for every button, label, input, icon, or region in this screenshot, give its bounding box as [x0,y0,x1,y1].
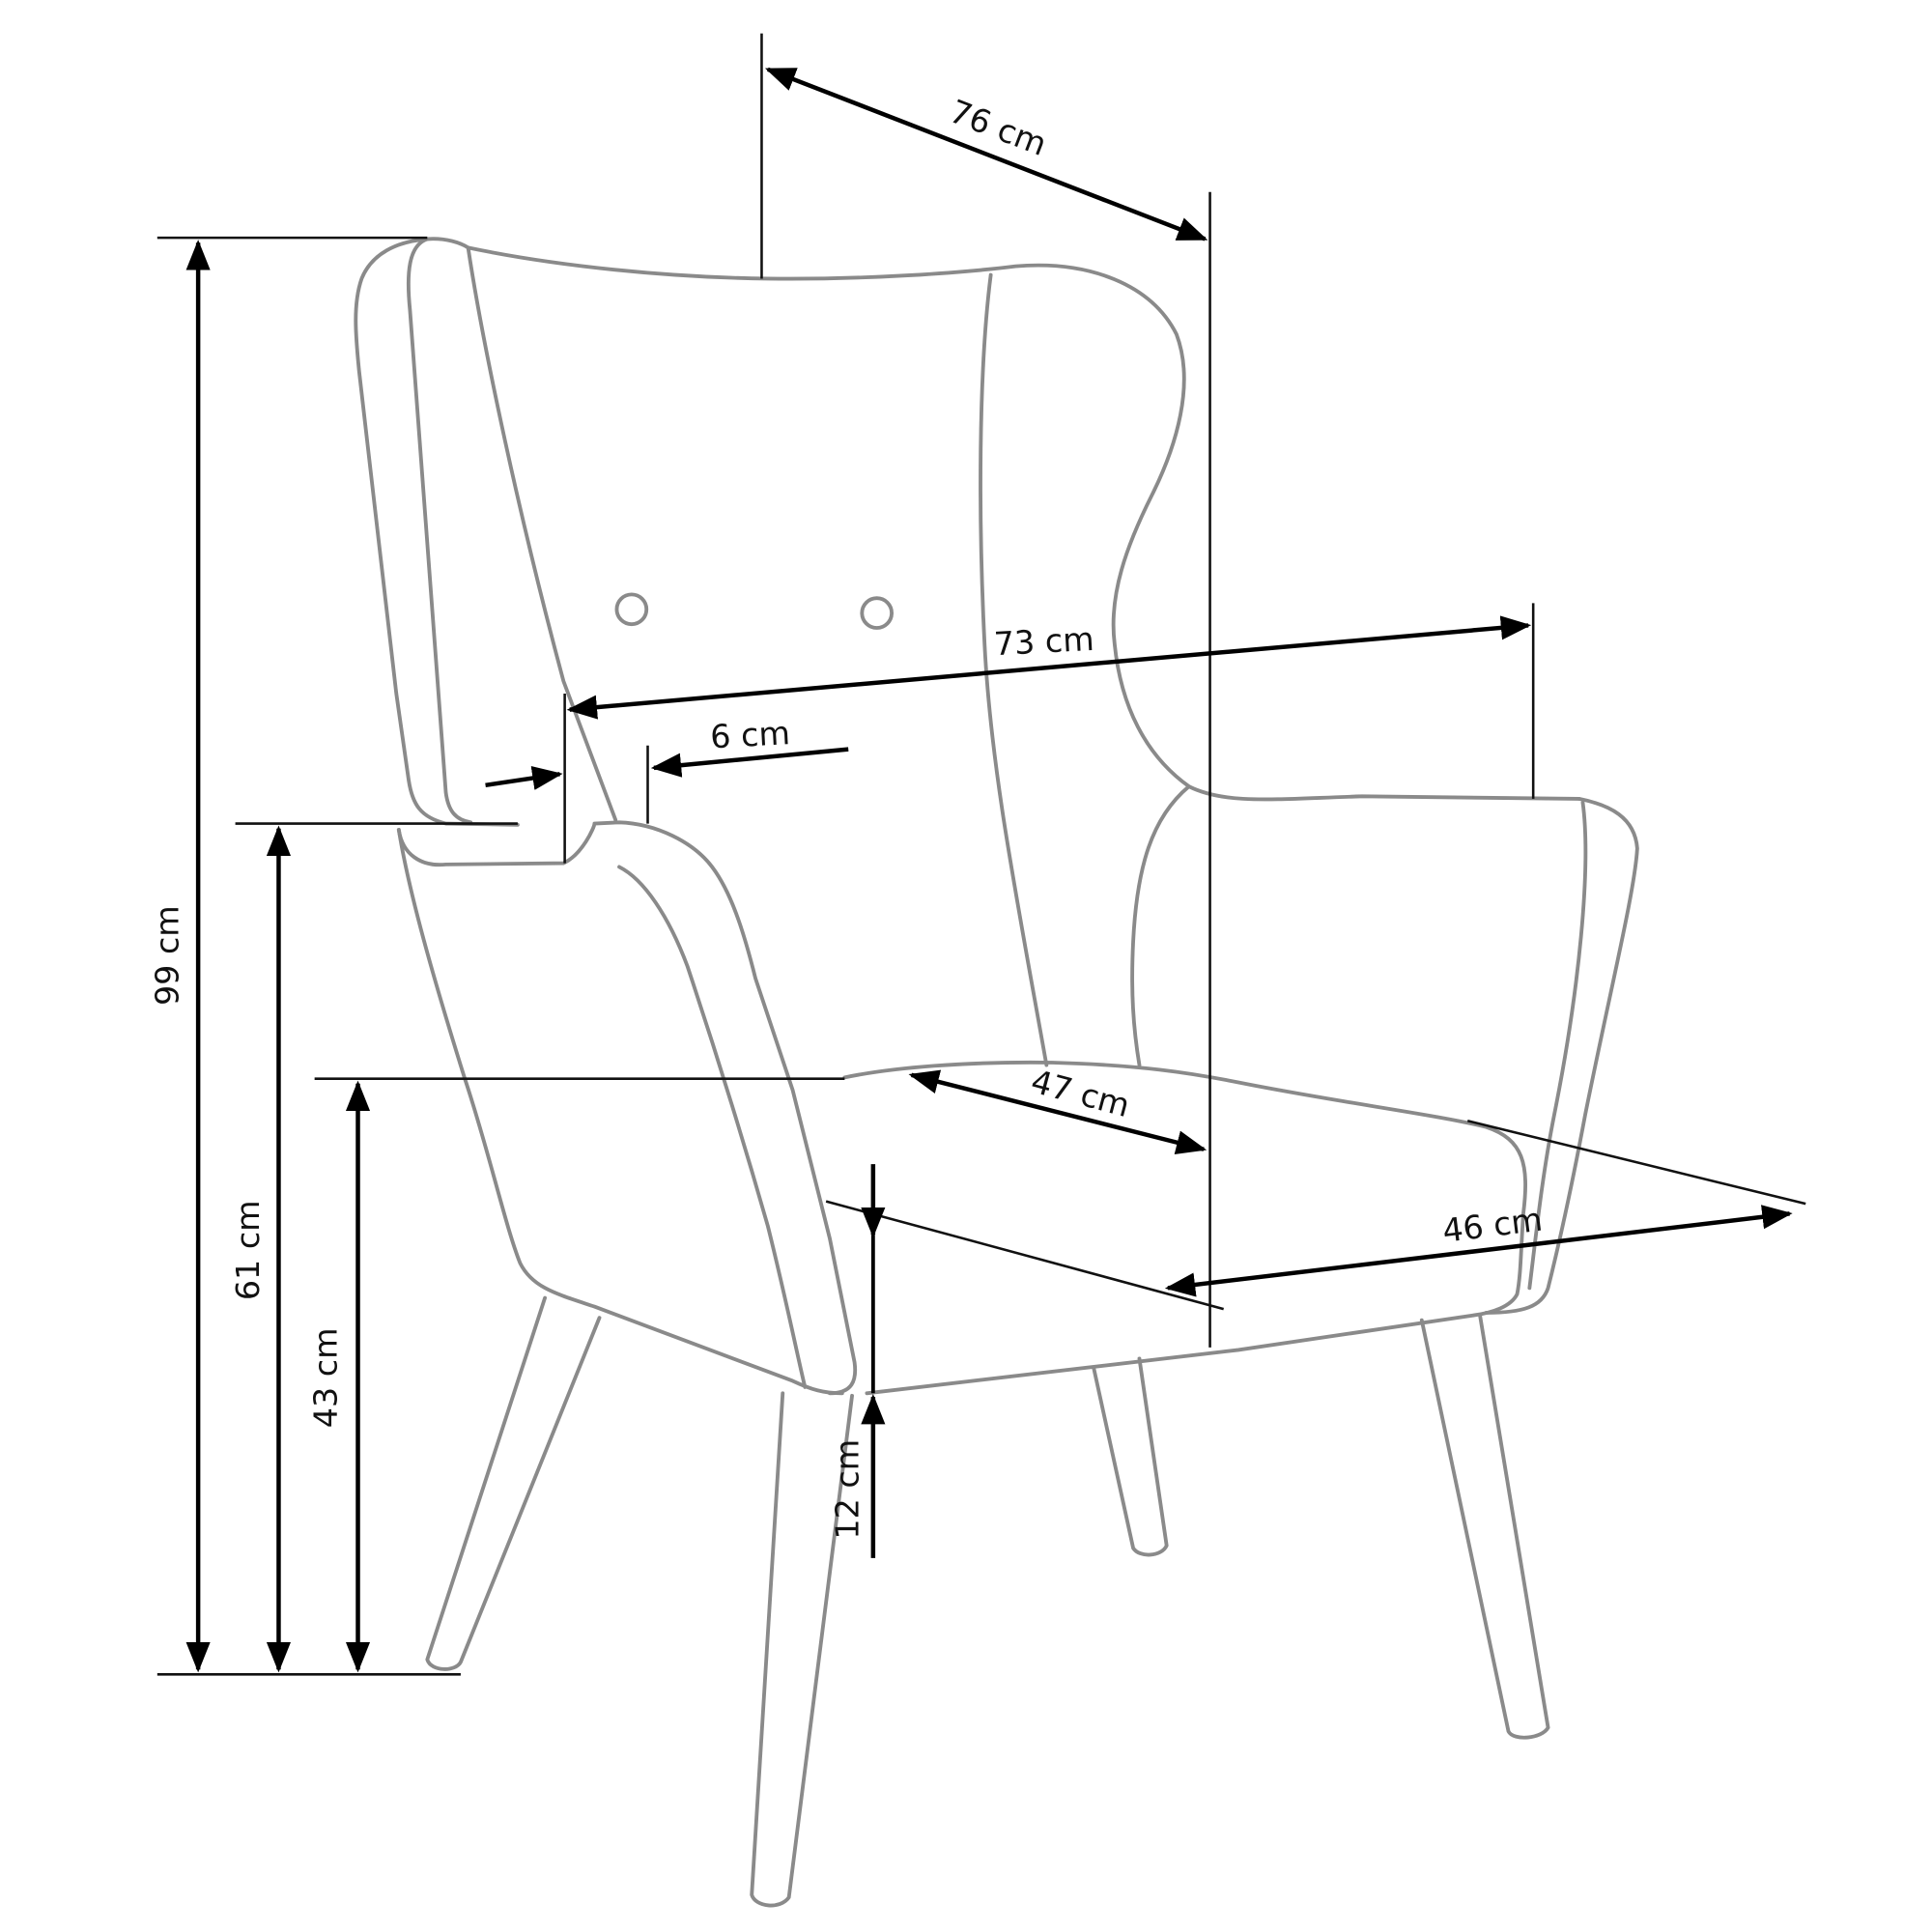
dimension-arrows [185,67,1793,1673]
label-61: 61 cm [229,1200,267,1300]
front-right-leg [1419,1313,1550,1740]
back-left-leg [425,1295,602,1671]
back-right-leg [1092,1356,1169,1557]
chair-drawing [354,237,1639,1908]
label-73: 73 cm [993,620,1095,663]
left-armrest-front [396,828,844,1396]
seat-cushion [842,1060,1527,1396]
dim-6-left-arrow [485,766,563,790]
front-left-leg [750,1391,854,1908]
label-47: 47 cm [1027,1063,1133,1125]
dim-73-arrow [566,615,1532,720]
tufted-button-right [860,596,894,630]
left-wing [354,237,520,827]
backrest-left-seam [466,245,618,822]
tufted-button-left [614,592,649,627]
label-99: 99 cm [149,905,186,1006]
label-6: 6 cm [709,714,791,755]
dim-76-arrow [764,67,1208,242]
left-armrest-inner [617,865,808,1389]
backrest [425,237,1581,802]
dim-46-arrow [1164,1205,1793,1297]
dim-47-arrow [908,1069,1208,1154]
label-76: 76 cm [945,92,1052,163]
left-wing-inner [406,237,473,825]
label-43: 43 cm [307,1327,345,1428]
dim-6-right-arrow [650,747,849,778]
extension-lines [156,33,1806,1676]
label-12: 12 cm [828,1439,866,1540]
right-wing-seam [1130,784,1191,1067]
label-46: 46 cm [1440,1200,1545,1249]
